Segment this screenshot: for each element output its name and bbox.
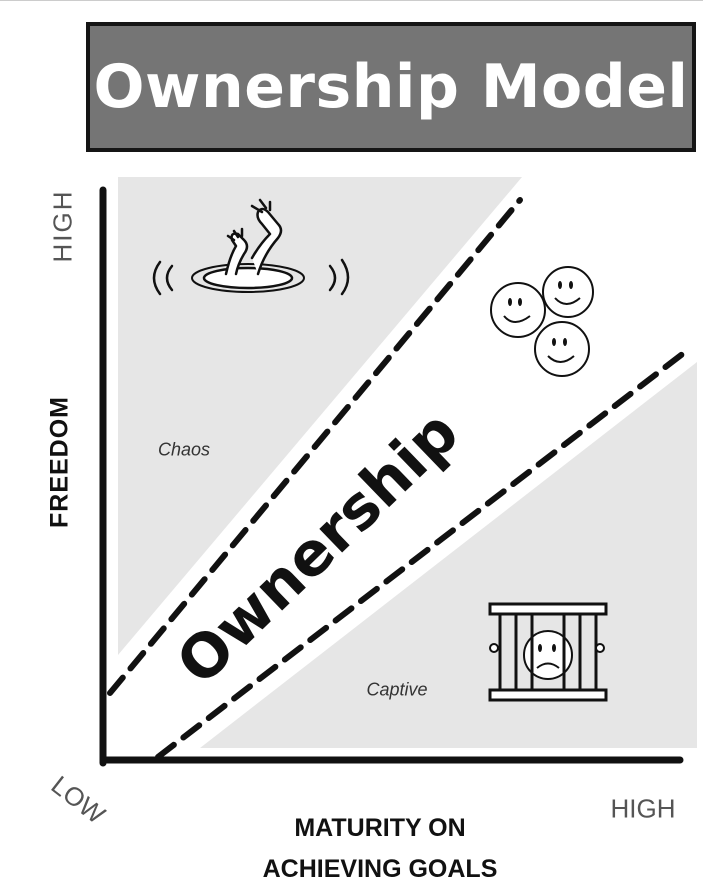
upper-boundary-line (107, 197, 523, 696)
drowning-hands-icon (152, 198, 350, 296)
x-axis-high-label: HIGH (610, 793, 676, 824)
x-axis-title: MATURITY ON ACHIEVING GOALS (262, 814, 498, 883)
y-axis-title: FREEDOM (45, 396, 74, 528)
happy-faces-icon (490, 266, 594, 377)
caged-sad-face-icon (488, 602, 608, 702)
ownership-diagram (99, 177, 697, 767)
chaos-label: Chaos (157, 439, 211, 460)
diagram-title: Ownership Model (93, 52, 689, 122)
chaos-zone (118, 177, 522, 655)
top-border (0, 0, 703, 5)
y-axis-high-label: HIGH (47, 189, 78, 263)
title-banner: Ownership Model (86, 22, 696, 152)
lower-boundary-line (155, 349, 688, 760)
captive-label: Captive (366, 679, 428, 700)
